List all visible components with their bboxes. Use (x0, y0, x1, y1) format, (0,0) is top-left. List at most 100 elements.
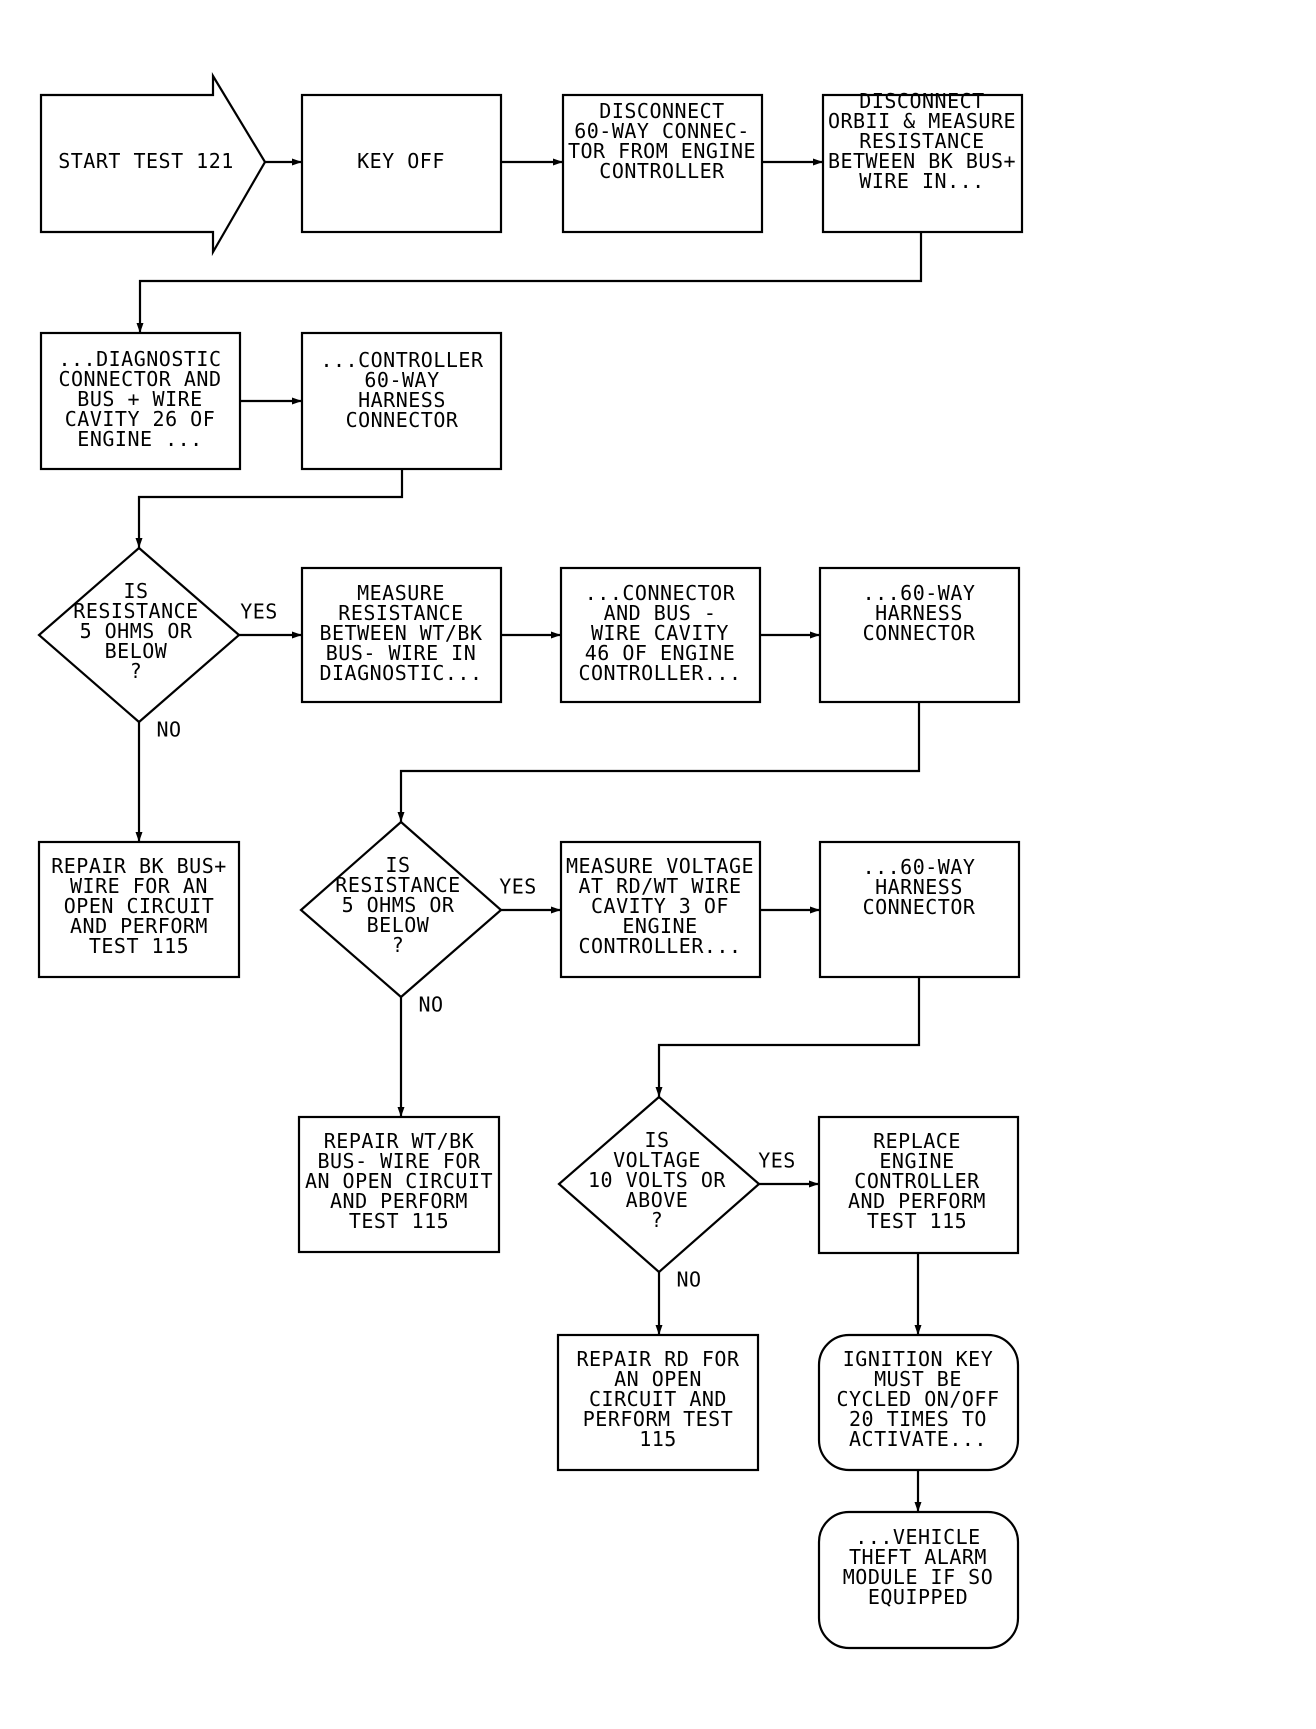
connector-bus-box (559, 566, 762, 704)
decision-voltage-label-line: VOLTAGE (613, 1148, 701, 1172)
disconnect-obd-label-line: WIRE IN... (859, 169, 984, 193)
repair-wtbk-box (297, 1115, 501, 1254)
decision-resistance-2-label-line: 5 OHMS OR (342, 893, 455, 917)
replace-controller-box (817, 1115, 1020, 1255)
repair-rd-label-line: AN OPEN (614, 1367, 702, 1391)
decision-resistance-2-label-line: RESISTANCE (335, 873, 460, 897)
disconnect-60-way-label-line: TOR FROM ENGINE (568, 139, 756, 163)
edge-label-yes-2: YES (499, 875, 537, 899)
repair-wtbk-label-line: REPAIR WT/BK (324, 1129, 475, 1153)
harness-connector-1-label-line: ...60-WAY (863, 581, 976, 605)
ignition-key-label-line: IGNITION KEY (843, 1347, 994, 1371)
measure-wtbk-label-line: RESISTANCE (338, 601, 463, 625)
key-off-label-line: KEY OFF (357, 149, 445, 173)
key-off-label: KEY OFF (357, 149, 445, 173)
decision-resistance-1-label-line: IS (123, 579, 148, 603)
ignition-key-label-line: MUST BE (874, 1367, 962, 1391)
decision-resistance-1-label-line: RESISTANCE (73, 599, 198, 623)
replace-controller-label-line: TEST 115 (867, 1209, 967, 1233)
edge-label-yes-1: YES (240, 600, 278, 624)
measure-voltage-label-line: CAVITY 3 OF (591, 894, 729, 918)
harness-connector-1-label-line: HARNESS (875, 601, 963, 625)
repair-bk-label-line: TEST 115 (89, 934, 189, 958)
repair-wtbk-label-line: AN OPEN CIRCUIT (305, 1169, 493, 1193)
replace-controller-label-line: ENGINE (879, 1149, 954, 1173)
decision-resistance-1-label-line: ? (130, 659, 143, 683)
disconnect-obd-label-line: RESISTANCE (859, 129, 984, 153)
vehicle-theft-label-line: MODULE IF SO (843, 1565, 994, 1589)
start-test-label-line: START TEST 121 (58, 149, 234, 173)
decision-resistance-1-label-line: BELOW (105, 639, 168, 663)
replace-controller-label-line: CONTROLLER (854, 1169, 980, 1193)
repair-bk-label-line: REPAIR BK BUS+ (51, 854, 227, 878)
edge-label-no-3: NO (676, 1268, 701, 1292)
decision-resistance-2-label-line: BELOW (367, 913, 430, 937)
decision-voltage-label-line: IS (644, 1128, 669, 1152)
ignition-key-label-line: 20 TIMES TO (849, 1407, 987, 1431)
harness-connector-2-label-line: ...60-WAY (863, 855, 976, 879)
disconnect-60-way-label-line: CONTROLLER (599, 159, 725, 183)
measure-voltage-label-line: MEASURE VOLTAGE (566, 854, 754, 878)
flow-obd-diagnostic (136, 232, 923, 333)
key-off-box (300, 93, 503, 234)
measure-wtbk-label-line: BETWEEN WT/BK (319, 621, 482, 645)
start-test-arrow (39, 72, 267, 257)
disconnect-60-way-label-line: 60-WAY CONNEC- (574, 119, 750, 143)
disconnect-obd-box (821, 93, 1024, 234)
vehicle-theft-label-line: THEFT ALARM (849, 1545, 987, 1569)
diagnostic-connector-box (39, 331, 242, 471)
harness-connector-1-label-line: CONNECTOR (863, 621, 976, 645)
measure-voltage-label-line: CONTROLLER... (578, 934, 741, 958)
replace-controller-label-line: AND PERFORM (848, 1189, 986, 1213)
repair-wtbk-label-line: AND PERFORM (330, 1189, 468, 1213)
decision-voltage-label-line: ABOVE (626, 1188, 689, 1212)
controller-60-way-label-line: ...CONTROLLER (320, 348, 483, 372)
connector-bus-label-line: 46 OF ENGINE (585, 641, 736, 665)
repair-wtbk-label-line: TEST 115 (349, 1209, 449, 1233)
decision-resistance-2-label-line: IS (385, 853, 410, 877)
start-test-label: START TEST 121 (58, 149, 234, 173)
controller-60-way-label-line: CONNECTOR (346, 408, 459, 432)
decision-voltage-label-line: 10 VOLTS OR (588, 1168, 726, 1192)
diagnostic-connector-label-line: CAVITY 26 OF (65, 407, 216, 431)
replace-controller-label-line: REPLACE (873, 1129, 961, 1153)
measure-voltage-label-line: ENGINE (622, 914, 697, 938)
repair-rd-box (556, 1333, 760, 1472)
controller-60-way-label-line: HARNESS (358, 388, 446, 412)
vehicle-theft-label-line: EQUIPPED (868, 1585, 968, 1609)
edge-label-no-2: NO (418, 993, 443, 1017)
edge-label-yes-3: YES (758, 1149, 796, 1173)
repair-bk-label-line: OPEN CIRCUIT (64, 894, 215, 918)
decision-resistance-2-label-line: ? (392, 933, 405, 957)
repair-wtbk-label-line: BUS- WIRE FOR (317, 1149, 480, 1173)
connector-bus-label-line: ...CONNECTOR (585, 581, 736, 605)
ignition-key-label-line: ACTIVATE... (849, 1427, 987, 1451)
harness-connector-box-2 (818, 840, 1021, 979)
repair-bk-label-line: WIRE FOR AN (70, 874, 208, 898)
flow-harness1-decision2 (397, 702, 921, 822)
disconnect-60-way-box (561, 93, 764, 234)
repair-bk-label-line: AND PERFORM (70, 914, 208, 938)
measure-voltage-box (559, 840, 762, 979)
decision-voltage-label-line: ? (651, 1208, 664, 1232)
connector-bus-label-line: CONTROLLER... (578, 661, 741, 685)
harness-connector-2-label-line: HARNESS (875, 875, 963, 899)
repair-rd-label-line: PERFORM TEST (583, 1407, 734, 1431)
disconnect-obd-label-line: DISCONNECT (859, 89, 984, 113)
controller-60-way-label-line: 60-WAY (364, 368, 439, 392)
flow-controller-decision1 (135, 469, 404, 548)
diagnostic-connector-label-line: ENGINE ... (77, 427, 202, 451)
disconnect-60-way-label-line: DISCONNECT (599, 99, 724, 123)
